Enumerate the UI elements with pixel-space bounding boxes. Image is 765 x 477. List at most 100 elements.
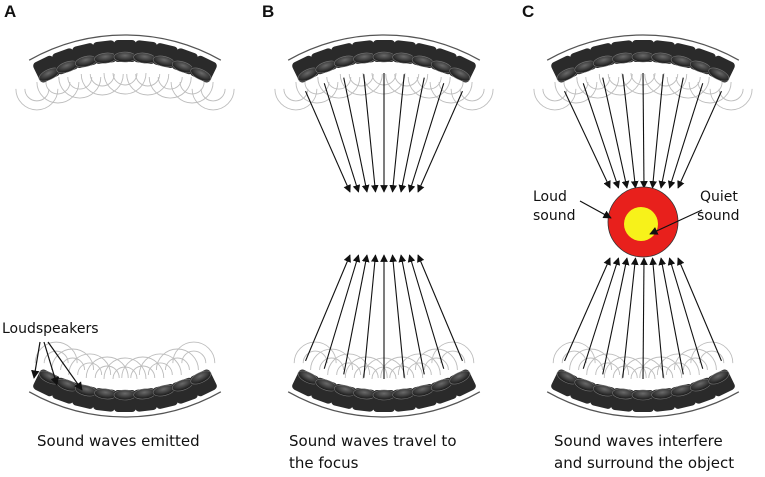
c-bottom-wave — [578, 357, 604, 371]
c-top-speaker — [570, 48, 597, 75]
c-top-arrow — [582, 83, 620, 189]
quiet-sound-pointer — [649, 209, 703, 235]
a-bottom-wave — [138, 353, 182, 375]
b-top-arrow — [305, 90, 351, 193]
c-top-wave — [653, 73, 679, 87]
loud-sound-label-line-1: Loud — [533, 189, 567, 205]
b-top-wave — [416, 77, 442, 90]
b-top-arrow — [363, 74, 379, 193]
b-bottom-wave — [397, 353, 441, 375]
a-bottom-wave — [51, 348, 95, 370]
a-top-wave — [157, 77, 183, 90]
b-top-speaker — [372, 40, 396, 63]
b-top-arrow — [417, 90, 463, 193]
b-bottom-wave — [310, 348, 354, 370]
a-top-wave — [103, 72, 147, 95]
b-bottom-arrow — [343, 254, 370, 375]
b-bottom-speaker — [351, 388, 376, 412]
loudspeakers-label: Loudspeakers — [2, 321, 99, 337]
b-bottom-arrow — [407, 254, 445, 369]
c-top-arrow — [677, 90, 722, 189]
c-bottom-wave — [552, 341, 596, 364]
a-bottom-wave — [147, 362, 173, 375]
c-bottom-arrow — [658, 257, 684, 375]
panel-c-letter: C — [522, 2, 534, 21]
b-bottom-arrow — [305, 254, 351, 362]
c-bottom-arrow — [640, 257, 648, 380]
loudspeakers-pointer-1 — [31, 341, 41, 379]
c-bottom-arrow — [602, 257, 630, 375]
c-top-wave — [533, 88, 577, 111]
a-bottom-wave — [60, 357, 86, 371]
panel-a-letter: A — [4, 2, 16, 21]
a-top-wave — [24, 88, 50, 102]
b-bottom-wave — [414, 348, 458, 370]
c-bottom-wave — [586, 353, 630, 375]
c-bottom-arrow — [582, 257, 621, 369]
b-bottom-speaker — [372, 389, 396, 412]
c-bottom-arrow — [622, 257, 639, 378]
b-top-wave — [348, 73, 374, 87]
a-top-speaker — [133, 40, 158, 64]
c-bottom-wave — [612, 365, 638, 379]
c-top-wave — [585, 77, 611, 90]
c-bottom-wave — [682, 357, 708, 371]
quiet-sound-label-line-2: sound — [697, 208, 740, 224]
speaker-face — [708, 370, 730, 385]
loudspeakers-pointer-2 — [43, 341, 59, 386]
a-bottom-wave — [155, 348, 199, 370]
c-bottom-speaker — [689, 377, 716, 404]
speaker-face — [190, 370, 212, 385]
b-bottom-wave — [440, 350, 466, 364]
a-top-speaker — [152, 43, 178, 68]
a-bottom-wave — [94, 365, 120, 379]
b-bottom-wave — [319, 357, 345, 371]
caption-c-line-2: and surround the object — [554, 454, 734, 472]
c-top-arrow — [622, 74, 639, 189]
a-top-wave — [148, 77, 192, 99]
c-top-wave — [563, 81, 589, 95]
quiet-sound-label-line-1: Quiet — [700, 189, 738, 205]
b-top-wave — [394, 73, 420, 87]
c-top-wave — [709, 88, 753, 111]
b-bottom-wave — [293, 341, 337, 364]
a-bottom-wave — [164, 357, 190, 371]
c-top-wave — [697, 81, 723, 95]
speaker-face — [113, 51, 137, 63]
c-top-dish — [546, 34, 740, 61]
c-bottom-arrow — [667, 257, 704, 369]
b-bottom-speaker — [449, 369, 476, 397]
a-top-wave — [45, 81, 71, 95]
b-bottom-arrow — [417, 254, 463, 362]
b-top-wave — [326, 77, 352, 90]
speaker-face — [449, 370, 471, 385]
b-bottom-wave — [406, 362, 432, 375]
c-bottom-wave — [656, 353, 700, 375]
b-top-speaker — [331, 43, 357, 68]
c-bottom-wave — [595, 362, 621, 375]
c-bottom-wave — [699, 350, 725, 364]
b-top-speaker — [311, 48, 338, 75]
c-top-wave — [598, 74, 642, 96]
a-bottom-speaker — [113, 389, 137, 412]
c-top-arrow — [602, 77, 630, 189]
b-top-speaker — [351, 40, 376, 64]
a-bottom-wave — [112, 366, 138, 380]
c-bottom-arrow — [649, 257, 664, 378]
c-bottom-wave — [673, 348, 717, 370]
a-bottom-wave — [130, 365, 156, 379]
a-bottom-speaker — [92, 388, 117, 412]
b-bottom-speaker — [430, 377, 457, 404]
a-bottom-dish — [28, 391, 222, 418]
b-top-arrow — [343, 77, 370, 193]
c-top-speaker — [590, 43, 616, 68]
c-top-speaker — [610, 40, 635, 64]
a-bottom-wave — [181, 350, 207, 364]
quiet-sound-core — [624, 207, 658, 241]
a-top-speaker — [171, 48, 198, 75]
panel-b-letter: B — [262, 2, 274, 21]
b-top-wave — [450, 88, 494, 111]
a-top-speaker — [33, 55, 60, 83]
b-bottom-wave — [431, 341, 475, 364]
